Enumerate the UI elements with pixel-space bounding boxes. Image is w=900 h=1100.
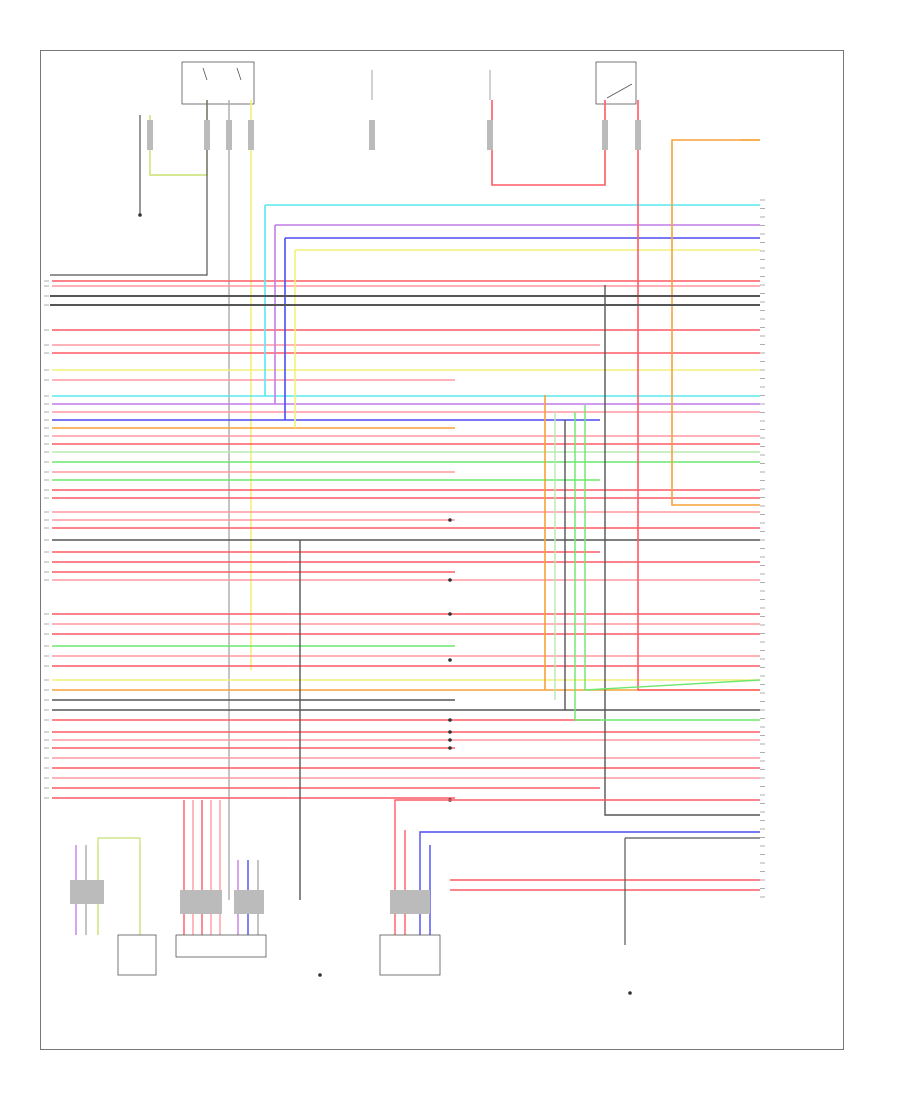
wire-black-right: [604, 285, 760, 816]
mid-splice-4: [448, 718, 452, 722]
sensor-box-3: [379, 934, 441, 976]
diagram-frame: [40, 50, 844, 1050]
wire-bottom-yg: [97, 837, 141, 845]
wire-brake-feed: [491, 100, 606, 186]
ground-mid: [318, 973, 322, 977]
ground-left: [138, 213, 142, 217]
wire-left-sensor: [149, 100, 208, 176]
wire-brake-signal: [637, 100, 760, 691]
wire-bottom-red: [394, 799, 760, 830]
top-pin-5: [487, 120, 493, 150]
top-pin-0: [147, 120, 153, 150]
connector-bottom-a: [180, 890, 222, 914]
switch-contact-b: [236, 67, 242, 81]
top-pin-6: [602, 120, 608, 150]
mid-splice-7: [448, 746, 452, 750]
sensor-box-1: [117, 934, 157, 976]
ground-symbol: [628, 991, 632, 995]
wire-black-top: [50, 100, 208, 276]
mid-splice-0: [448, 518, 452, 522]
wire-orange-right: [671, 139, 760, 506]
top-pin-3: [248, 120, 254, 150]
mid-splice-6: [448, 738, 452, 742]
mid-splice-3: [448, 658, 452, 662]
wire-green-mid: [574, 412, 760, 721]
sensor-box-2: [175, 934, 267, 958]
top-pin-4: [369, 120, 375, 150]
wire-green-mid2: [584, 405, 761, 691]
mid-splice-5: [448, 730, 452, 734]
brake-switch-box: [595, 61, 637, 105]
switch-contact-a: [202, 67, 208, 81]
top-connector-a: [181, 61, 255, 105]
connector-bottom-d: [390, 890, 430, 914]
mid-splice-2: [448, 612, 452, 616]
wire-bottom-blue: [419, 831, 760, 845]
top-pin-7: [635, 120, 641, 150]
top-pin-2: [226, 120, 232, 150]
top-pin-1: [204, 120, 210, 150]
switch-contact: [606, 83, 633, 99]
connector-bottom-b: [234, 890, 264, 914]
connector-bottom-c: [70, 880, 104, 904]
mid-splice-1: [448, 578, 452, 582]
